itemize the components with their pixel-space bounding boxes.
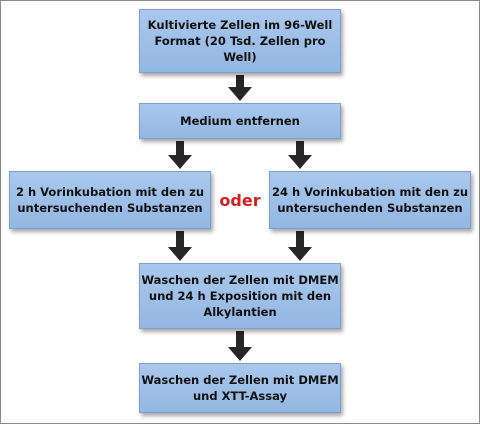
step-preincubation-24h-box: 24 h Vorinkubation mit den zu untersuche… <box>269 171 471 229</box>
step-remove-medium-box: Medium entfernen <box>139 103 341 139</box>
step-wash-xtt-text: Waschen der Zellen mit DMEM und XTT-Assa… <box>141 373 339 403</box>
step-preincubation-24h-text: 24 h Vorinkubation mit den zu untersuche… <box>271 185 469 215</box>
step-preincubation-2h-box: 2 h Vorinkubation mit den zu untersuchen… <box>9 171 211 229</box>
step-wash-xtt-box: Waschen der Zellen mit DMEM und XTT-Assa… <box>139 363 341 413</box>
step-remove-medium-text: Medium entfernen <box>180 114 300 128</box>
step-cultivated-cells-box: Kultivierte Zellen im 96-Well Format (20… <box>139 9 341 73</box>
step-wash-exposure-text: Waschen der Zellen mit DMEM und 24 h Exp… <box>141 273 339 319</box>
arrow-right-to-step4 <box>288 231 312 261</box>
oder-label: oder <box>219 191 261 210</box>
step-cultivated-cells-text: Kultivierte Zellen im 96-Well Format (20… <box>147 18 333 64</box>
arrow-step2-to-right <box>288 141 312 169</box>
arrow-step4-to-step5 <box>228 331 252 361</box>
arrow-step2-to-left <box>168 141 192 169</box>
arrow-left-to-step4 <box>168 231 192 261</box>
step-preincubation-2h-text: 2 h Vorinkubation mit den zu untersuchen… <box>15 185 205 215</box>
step-wash-exposure-box: Waschen der Zellen mit DMEM und 24 h Exp… <box>139 263 341 329</box>
arrow-step1-to-step2 <box>228 75 252 101</box>
